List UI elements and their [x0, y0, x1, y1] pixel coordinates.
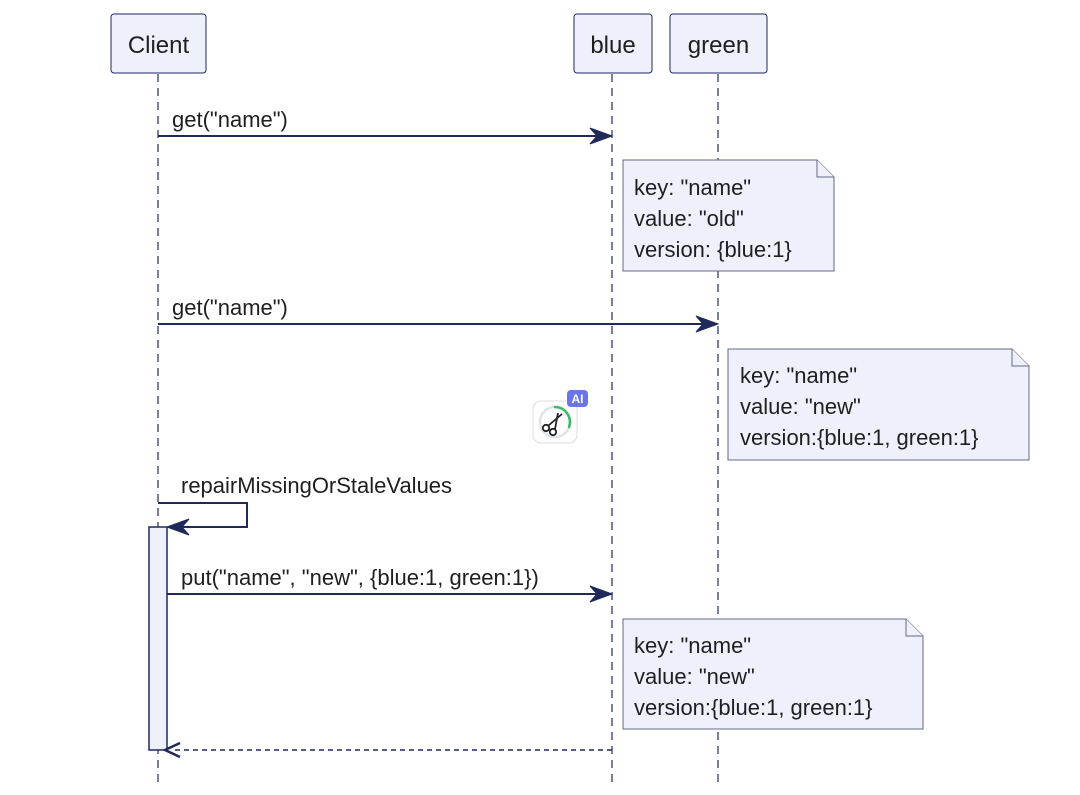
message-get-blue-arrowhead	[589, 127, 614, 145]
participant-green[interactable]: green	[669, 13, 768, 74]
note-blue-old-line-1: key: "name"	[634, 175, 751, 200]
note-green-new-body	[727, 348, 1030, 461]
message-return-client	[162, 741, 612, 759]
message-put-blue-arrowhead	[589, 585, 614, 603]
note-blue-old-body	[622, 159, 835, 272]
note-blue-old-fold	[816, 160, 834, 178]
note-blue-new-line-3: version:{blue:1, green:1}	[634, 695, 873, 720]
message-put-blue-label: put("name", "new", {blue:1, green:1})	[181, 565, 539, 590]
activation-bar-client	[148, 526, 168, 751]
progress-ring-arc-icon	[553, 405, 572, 429]
message-repair-label: repairMissingOrStaleValues	[181, 473, 452, 498]
participant-blue-box	[573, 13, 653, 74]
ai-badge-label: AI	[572, 392, 584, 406]
ai-clip-widget[interactable]: AI	[532, 390, 588, 444]
participant-blue-label: blue	[590, 32, 635, 59]
note-blue-old: key: "name" value: "old" version: {blue:…	[622, 159, 835, 272]
participant-green-box	[669, 13, 768, 74]
message-get-blue-label: get("name")	[172, 107, 288, 132]
note-blue-new-body	[622, 618, 924, 730]
message-get-blue: get("name")	[158, 107, 614, 145]
note-green-new-line-3: version:{blue:1, green:1}	[740, 425, 979, 450]
note-blue-new: key: "name" value: "new" version:{blue:1…	[622, 618, 924, 730]
note-green-new-line-1: key: "name"	[740, 363, 857, 388]
participant-client[interactable]: Client	[110, 13, 207, 74]
message-return-arrowhead	[162, 741, 181, 759]
ai-badge	[567, 390, 588, 407]
message-repair-line	[158, 502, 248, 528]
scissors-icon	[541, 412, 563, 437]
message-repair-self: repairMissingOrStaleValues	[158, 473, 452, 536]
message-put-blue: put("name", "new", {blue:1, green:1})	[167, 565, 614, 603]
message-get-green: get("name")	[158, 295, 720, 333]
participant-green-label: green	[688, 32, 749, 59]
participant-blue[interactable]: blue	[573, 13, 653, 74]
note-blue-old-line-2: value: "old"	[634, 206, 744, 231]
participant-client-label: Client	[128, 32, 190, 59]
note-blue-new-line-1: key: "name"	[634, 633, 751, 658]
note-green-new-fold	[1011, 349, 1029, 367]
note-blue-old-line-3: version: {blue:1}	[634, 237, 792, 262]
note-green-new: key: "name" value: "new" version:{blue:1…	[727, 348, 1030, 461]
message-get-green-arrowhead	[695, 315, 720, 333]
message-repair-arrowhead	[165, 518, 190, 536]
note-blue-new-fold	[905, 619, 923, 637]
note-green-new-line-2: value: "new"	[740, 394, 861, 419]
participant-client-box	[110, 13, 207, 74]
note-blue-new-line-2: value: "new"	[634, 664, 755, 689]
message-get-green-label: get("name")	[172, 295, 288, 320]
